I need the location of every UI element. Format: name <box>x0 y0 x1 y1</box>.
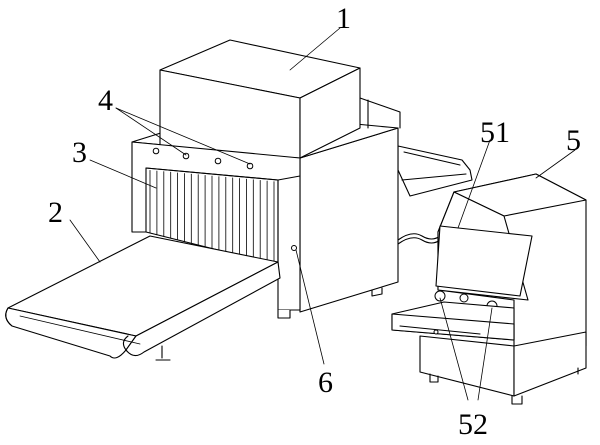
control-button <box>434 290 446 302</box>
emitter-lamps <box>152 147 297 251</box>
label-1: 1 <box>336 2 351 35</box>
leader-lines <box>69 27 576 401</box>
reference-numerals: 1 4 3 2 51 5 6 52 <box>48 2 581 441</box>
display-screen <box>435 225 533 297</box>
label-2: 2 <box>48 196 63 229</box>
scanner-body <box>131 39 401 319</box>
label-6: 6 <box>318 366 333 399</box>
label-52: 52 <box>458 408 488 441</box>
lead-curtain <box>149 169 275 265</box>
label-5: 5 <box>566 124 581 157</box>
indicator-dot-6 <box>291 245 297 251</box>
label-4: 4 <box>98 84 113 117</box>
control-button <box>459 293 469 303</box>
front-conveyor <box>5 235 281 361</box>
control-console <box>391 173 587 405</box>
label-51: 51 <box>480 116 510 149</box>
label-3: 3 <box>72 136 87 169</box>
rear-conveyor <box>397 145 473 197</box>
